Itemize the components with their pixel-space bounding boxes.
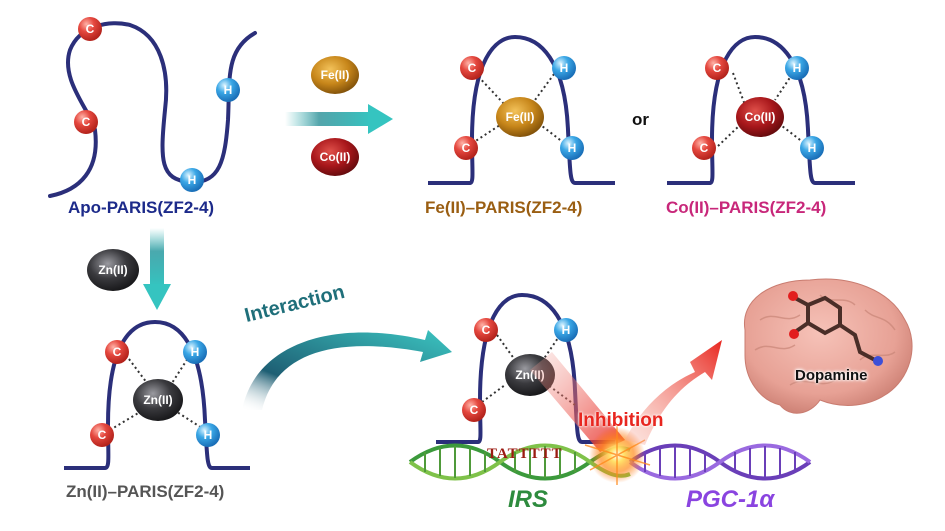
his-residue: H xyxy=(216,78,240,102)
oxygen-atom xyxy=(788,291,798,301)
co-ion: Co(II) xyxy=(311,138,359,176)
svg-text:C: C xyxy=(468,61,477,75)
dna-sequence-label: TATTTTT xyxy=(487,446,563,462)
zn-ion: Zn(II) xyxy=(87,249,139,291)
cys-residue: C xyxy=(74,110,98,134)
zn-complex-label: Zn(II)–PARIS(ZF2-4) xyxy=(66,482,225,501)
brain-illustration xyxy=(743,278,913,414)
cys-residue: C xyxy=(78,17,102,41)
apo-label: Apo-PARIS(ZF2-4) xyxy=(68,198,215,217)
oxygen-atom xyxy=(789,329,799,339)
svg-text:Co(II): Co(II) xyxy=(320,150,351,164)
upregulation-arrow xyxy=(625,340,722,445)
cys-residue: C xyxy=(454,136,478,160)
co-center-ion: Co(II) xyxy=(736,97,784,137)
dna-base-pairs xyxy=(424,446,576,478)
svg-text:C: C xyxy=(113,345,122,359)
svg-text:C: C xyxy=(86,22,95,36)
his-residue: H xyxy=(180,168,204,192)
cys-residue: C xyxy=(105,340,129,364)
binding-arrow-right xyxy=(285,104,393,134)
his-residue: H xyxy=(196,423,220,447)
cys-residue: C xyxy=(692,136,716,160)
co-complex-label: Co(II)–PARIS(ZF2-4) xyxy=(666,198,827,217)
irs-label: IRS xyxy=(508,486,549,513)
svg-text:Fe(II): Fe(II) xyxy=(506,110,535,124)
fe-center-ion: Fe(II) xyxy=(496,97,544,137)
cys-residue: C xyxy=(705,56,729,80)
svg-text:H: H xyxy=(560,61,569,75)
his-residue: H xyxy=(554,318,578,342)
fe-paris-structure: Fe(II) C H C H xyxy=(428,34,615,185)
zn-paris-structure: Zn(II) C H C H xyxy=(64,319,250,470)
his-residue: H xyxy=(552,56,576,80)
svg-text:H: H xyxy=(562,323,571,337)
dopamine-label: Dopamine xyxy=(795,367,868,384)
svg-text:Fe(II): Fe(II) xyxy=(321,68,350,82)
svg-text:Zn(II): Zn(II) xyxy=(143,393,172,407)
cys-residue: C xyxy=(462,398,486,422)
his-residue: H xyxy=(785,56,809,80)
svg-text:C: C xyxy=(462,141,471,155)
svg-text:C: C xyxy=(98,428,107,442)
fe-ion: Fe(II) xyxy=(311,56,359,94)
his-residue: H xyxy=(560,136,584,160)
svg-text:Co(II): Co(II) xyxy=(745,110,776,124)
his-residue: H xyxy=(800,136,824,160)
his-residue: H xyxy=(183,340,207,364)
svg-text:H: H xyxy=(188,173,197,187)
svg-text:H: H xyxy=(568,141,577,155)
svg-text:C: C xyxy=(700,141,709,155)
binding-arrow-down xyxy=(143,228,171,310)
inhibition-beam xyxy=(530,352,625,452)
svg-text:C: C xyxy=(470,403,479,417)
apo-paris-structure: C C H H xyxy=(48,17,257,198)
inhibition-label: Inhibition xyxy=(578,410,664,431)
zn-center-ion: Zn(II) xyxy=(133,379,183,421)
svg-text:C: C xyxy=(482,323,491,337)
apo-backbone xyxy=(48,21,257,198)
svg-text:H: H xyxy=(793,61,802,75)
svg-text:H: H xyxy=(224,83,233,97)
cys-residue: C xyxy=(460,56,484,80)
svg-text:Zn(II): Zn(II) xyxy=(98,263,127,277)
pgc-label: PGC-1α xyxy=(686,486,775,513)
cys-residue: C xyxy=(474,318,498,342)
interaction-arrow xyxy=(242,330,452,410)
cys-residue: C xyxy=(90,423,114,447)
svg-text:H: H xyxy=(204,428,213,442)
dna-base-pairs xyxy=(644,446,796,478)
co-paris-structure: Co(II) C H C H xyxy=(667,34,855,185)
dna-helix-pgc xyxy=(628,443,812,481)
svg-text:C: C xyxy=(713,61,722,75)
or-label: or xyxy=(632,110,649,129)
svg-text:H: H xyxy=(808,141,817,155)
svg-text:C: C xyxy=(82,115,91,129)
svg-text:H: H xyxy=(191,345,200,359)
fe-complex-label: Fe(II)–PARIS(ZF2-4) xyxy=(425,198,583,217)
nitrogen-atom xyxy=(873,356,883,366)
